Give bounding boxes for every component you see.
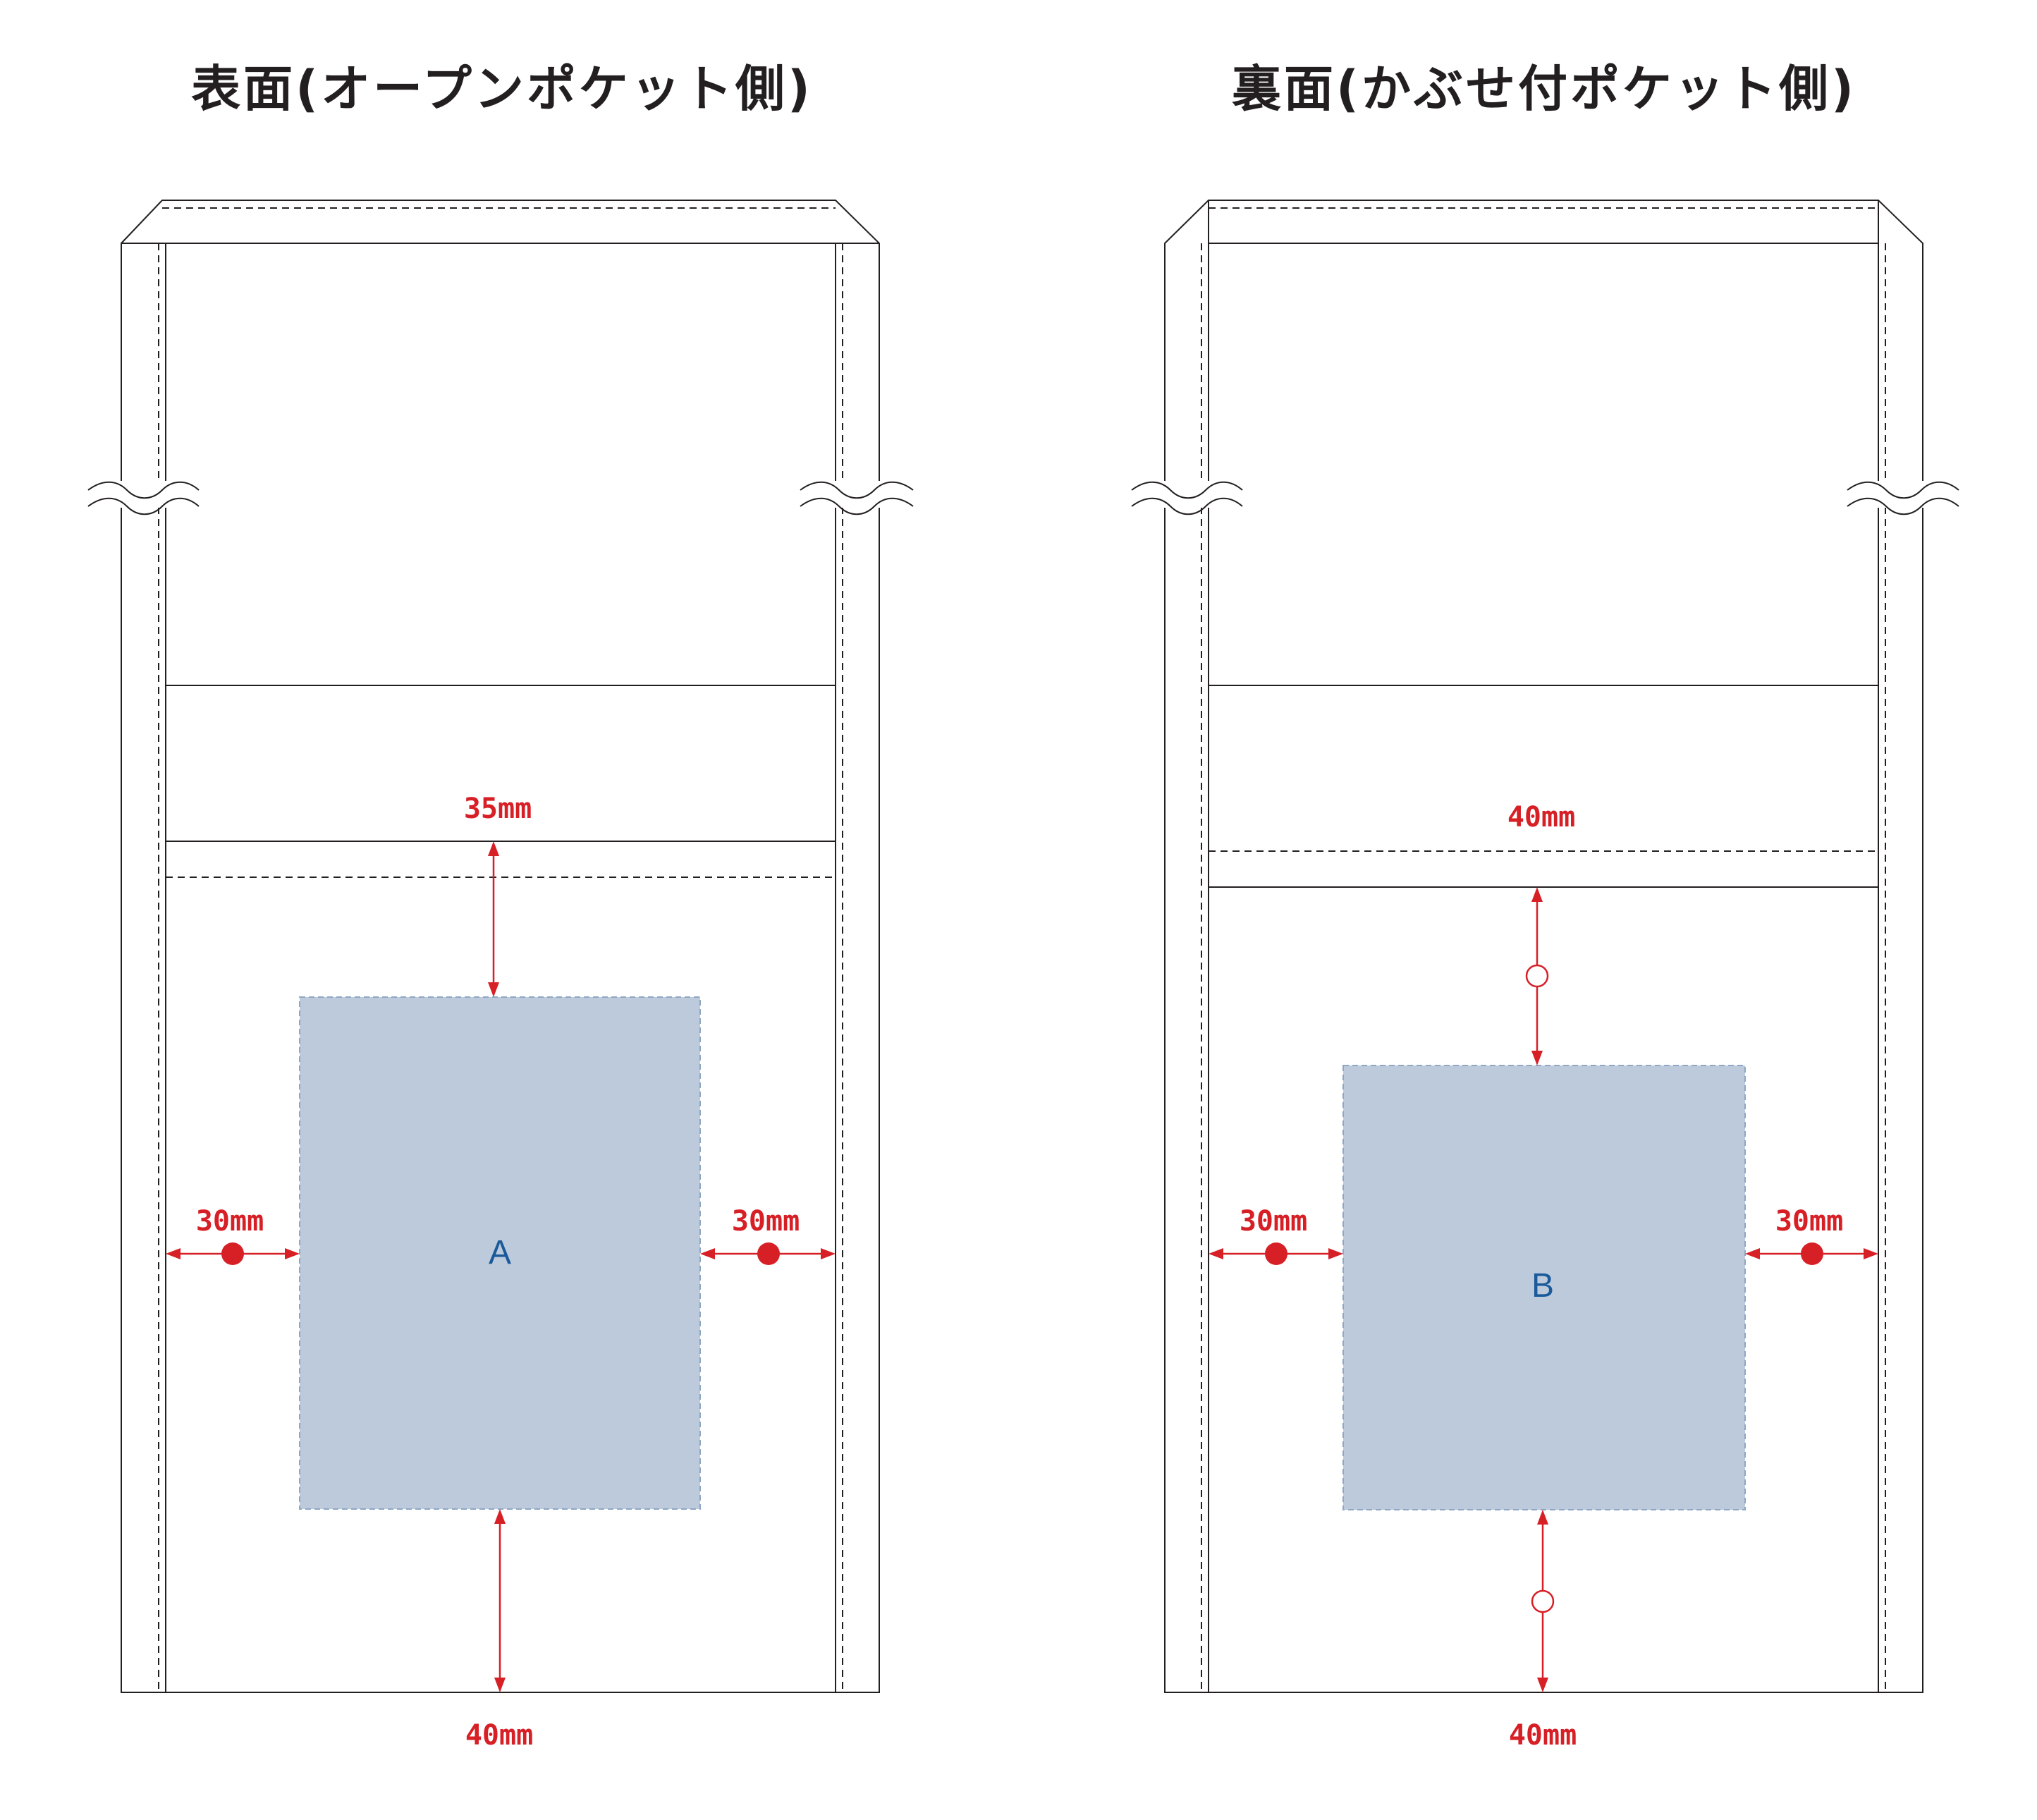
front-print-area-label: A	[489, 1234, 511, 1271]
front-bottom-dimension: 40mm	[465, 1509, 533, 1752]
front-bottom-dimension-label: 40mm	[465, 1719, 533, 1752]
front-top-dimension-label: 35mm	[464, 793, 532, 825]
back-print-area	[1342, 1065, 1746, 1510]
front-left-dimension-dot	[221, 1242, 244, 1265]
back-upper-dimension-circle	[1525, 964, 1549, 988]
back-right-dimension: 30mm	[1745, 1205, 1878, 1265]
front-break-mark-left	[87, 481, 204, 515]
back-right-dimension-dot	[1801, 1242, 1823, 1265]
back-left-dimension-dot	[1265, 1242, 1287, 1265]
back-left-dimension-label: 30mm	[1240, 1205, 1307, 1238]
front-panel: 表面(オープンポケット側) A 35mm	[87, 60, 917, 1752]
back-panel-title: 裏面(かぶせ付ポケット側)	[1232, 60, 1856, 118]
back-bottom-dimension-label: 40mm	[1509, 1719, 1577, 1752]
back-right-dimension-label: 30mm	[1775, 1205, 1843, 1238]
front-right-dimension-dot	[757, 1242, 780, 1265]
front-left-dimension-label: 30mm	[196, 1205, 264, 1238]
back-panel: 裏面(かぶせ付ポケット側) B 40mm	[1131, 60, 1964, 1752]
front-panel-title: 表面(オープンポケット側)	[191, 60, 813, 118]
front-break-mark-right	[797, 481, 917, 515]
back-left-dimension: 30mm	[1209, 1205, 1343, 1265]
back-top-dimension-label: 40mm	[1507, 801, 1575, 833]
back-break-mark-left	[1131, 481, 1248, 515]
back-break-mark-right	[1844, 481, 1964, 515]
back-upper-dimension	[1525, 887, 1549, 1065]
back-bottom-dimension: 40mm	[1509, 1510, 1577, 1752]
back-bottom-dimension-circle	[1531, 1589, 1555, 1613]
front-right-dimension-label: 30mm	[732, 1205, 800, 1238]
front-right-dimension: 30mm	[700, 1205, 836, 1265]
back-print-area-label: B	[1531, 1267, 1554, 1305]
front-top-dimension: 35mm	[464, 793, 532, 997]
front-left-dimension: 30mm	[166, 1205, 300, 1265]
